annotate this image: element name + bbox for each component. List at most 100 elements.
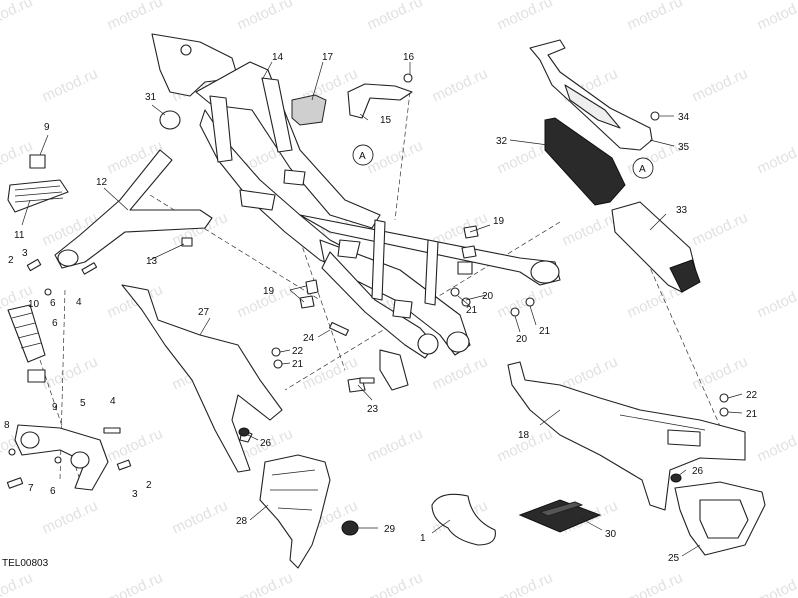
watermark-text: motod.ru xyxy=(40,65,101,105)
watermark-text: motod.ru xyxy=(430,353,491,393)
callout-18: 18 xyxy=(518,430,530,441)
pad-part-1 xyxy=(431,493,496,546)
callout-21-center: 21 xyxy=(466,305,478,316)
callout-14: 14 xyxy=(272,52,284,63)
watermark-text: motod.ru xyxy=(170,497,231,537)
footpeg-part-10 xyxy=(7,304,46,383)
callout-31: 31 xyxy=(145,92,157,103)
handle-part-32 xyxy=(544,117,626,206)
callout-9-top: 9 xyxy=(44,122,50,133)
callout-9-bottom: 9 xyxy=(52,402,58,413)
callout-28: 28 xyxy=(236,516,248,527)
watermark-text: motod.ru xyxy=(40,497,101,537)
fasteners xyxy=(271,225,729,417)
callout-25: 25 xyxy=(668,553,680,564)
footpeg-bracket-part-5 xyxy=(14,424,109,491)
callout-2-top: 2 xyxy=(8,255,14,266)
manual-part-30 xyxy=(518,499,602,533)
callout-32: 32 xyxy=(496,136,508,147)
callout-21-right: 21 xyxy=(539,326,551,337)
pad-part-17 xyxy=(291,94,327,126)
callout-20-bottom: 20 xyxy=(516,334,528,345)
callout-12: 12 xyxy=(96,177,108,188)
footpeg-bracket-part-12 xyxy=(54,149,213,269)
watermark-text: motod.ru xyxy=(495,281,556,321)
callout-22-center: 22 xyxy=(292,346,304,357)
callout-3-bottom: 3 xyxy=(132,489,138,500)
watermark-text: motod.ru xyxy=(625,0,686,34)
callout-6-bottom: 6 xyxy=(50,486,56,497)
callout-19-left: 19 xyxy=(263,286,275,297)
callout-4-bottom: 4 xyxy=(110,396,116,407)
watermark-text: motod.ru xyxy=(235,0,296,34)
watermark-text: motod.ru xyxy=(755,0,798,34)
callout-33: 33 xyxy=(676,205,688,216)
bracket-part-35 xyxy=(529,39,660,151)
watermark-text: motod.ru xyxy=(365,137,426,177)
housing-part-25 xyxy=(674,481,766,556)
callout-3-top: 3 xyxy=(22,248,28,259)
watermark-text: motod.ru xyxy=(105,569,166,598)
callout-26-left: 26 xyxy=(260,438,272,449)
watermark-text: motod.ru xyxy=(755,569,798,598)
watermark-text: motod.ru xyxy=(625,569,686,598)
reference-marker-a xyxy=(352,144,654,179)
callout-35: 35 xyxy=(678,142,690,153)
rear-frame-part-14 xyxy=(151,33,561,391)
watermark-text: motod.ru xyxy=(560,209,621,249)
callout-13: 13 xyxy=(146,256,158,267)
callout-10: 10 xyxy=(28,299,40,310)
callout-20-top: 20 xyxy=(482,291,494,302)
side-cover-part-18 xyxy=(507,361,746,511)
callout-a-frame: A xyxy=(359,151,366,162)
watermark-text: motod.ru xyxy=(235,569,296,598)
watermark-text: motod.ru xyxy=(0,569,35,598)
callout-8: 8 xyxy=(4,420,10,431)
watermark-text: motod.ru xyxy=(755,281,798,321)
hardware-left xyxy=(6,237,193,489)
watermark-text: motod.ru xyxy=(365,0,426,34)
callout-29: 29 xyxy=(384,524,396,535)
watermark-text: motod.ru xyxy=(755,425,798,465)
callout-21-lower: 21 xyxy=(292,359,304,370)
callout-2-bottom: 2 xyxy=(146,480,152,491)
watermark-text: motod.ru xyxy=(690,65,751,105)
callout-a-handle: A xyxy=(639,164,646,175)
callout-21-far-right: 21 xyxy=(746,409,758,420)
footpeg-part-11 xyxy=(7,154,69,213)
callout-labels: 14 17 16 31 15 34 32 35 9 12 A A 33 11 1… xyxy=(4,52,758,564)
callout-4-top: 4 xyxy=(76,297,82,308)
guard-part-28 xyxy=(259,454,331,569)
grommet-part-29 xyxy=(341,520,359,536)
callout-15: 15 xyxy=(380,115,392,126)
watermark-text: motod.ru xyxy=(755,137,798,177)
watermark-text: motod.ru xyxy=(690,353,751,393)
callout-22-right: 22 xyxy=(746,390,758,401)
watermark-text: motod.ru xyxy=(105,0,166,34)
callout-30: 30 xyxy=(605,529,617,540)
watermark-text: motod.ru xyxy=(0,0,35,34)
callout-26-right: 26 xyxy=(692,466,704,477)
diagram-code: TEL00803 xyxy=(2,558,49,569)
callout-23: 23 xyxy=(367,404,379,415)
callout-16: 16 xyxy=(403,52,415,63)
callout-17: 17 xyxy=(322,52,334,63)
watermark-text: motod.ru xyxy=(365,425,426,465)
callout-24: 24 xyxy=(303,333,315,344)
leader-lines xyxy=(21,61,743,557)
callout-27: 27 xyxy=(198,307,210,318)
rubber-part-31 xyxy=(159,110,181,130)
watermark-text: motod.ru xyxy=(40,353,101,393)
watermark-text: motod.ru xyxy=(430,65,491,105)
callout-7: 7 xyxy=(28,483,34,494)
watermark-text: motod.ru xyxy=(690,209,751,249)
callout-1: 1 xyxy=(420,533,426,544)
callout-6-mid: 6 xyxy=(50,298,56,309)
callout-5: 5 xyxy=(80,398,86,409)
watermark-text: motod.ru xyxy=(495,569,556,598)
watermark-text: motod.ru xyxy=(495,0,556,34)
callout-19-right: 19 xyxy=(493,216,505,227)
callout-34: 34 xyxy=(678,112,690,123)
callout-11: 11 xyxy=(14,230,25,241)
